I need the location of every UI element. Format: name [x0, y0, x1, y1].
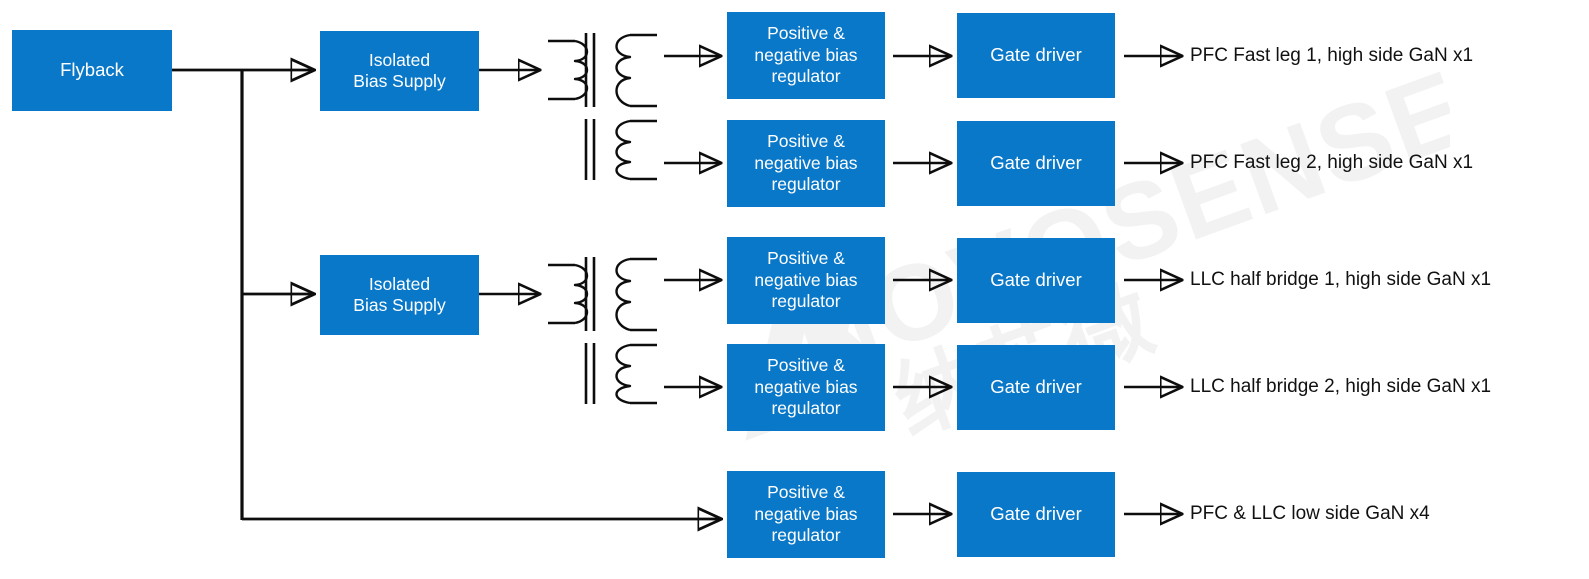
block-isolated-bias-supply-2[interactable]: Isolated Bias Supply [320, 255, 479, 335]
block-gate-driver-2[interactable]: Gate driver [957, 121, 1115, 206]
output-label-2: PFC Fast leg 2, high side GaN x1 [1190, 152, 1474, 173]
output-label-4: LLC half bridge 2, high side GaN x1 [1190, 376, 1492, 397]
output-label-5: PFC & LLC low side GaN x4 [1190, 503, 1430, 524]
block-bias-regulator-4[interactable]: Positive & negative bias regulator [727, 344, 885, 431]
block-isolated-bias-supply-1[interactable]: Isolated Bias Supply [320, 31, 479, 111]
block-gate-driver-5[interactable]: Gate driver [957, 472, 1115, 557]
output-label-1: PFC Fast leg 1, high side GaN x1 [1190, 45, 1474, 66]
transformer-1-symbol [548, 33, 657, 181]
block-flyback[interactable]: Flyback [12, 30, 172, 111]
transformer-2-symbol [548, 257, 657, 405]
block-bias-regulator-2[interactable]: Positive & negative bias regulator [727, 120, 885, 207]
output-label-3: LLC half bridge 1, high side GaN x1 [1190, 269, 1492, 290]
block-bias-regulator-1[interactable]: Positive & negative bias regulator [727, 12, 885, 99]
block-gate-driver-3[interactable]: Gate driver [957, 238, 1115, 323]
block-gate-driver-1[interactable]: Gate driver [957, 13, 1115, 98]
block-gate-driver-4[interactable]: Gate driver [957, 345, 1115, 430]
block-bias-regulator-5[interactable]: Positive & negative bias regulator [727, 471, 885, 558]
block-bias-regulator-3[interactable]: Positive & negative bias regulator [727, 237, 885, 324]
